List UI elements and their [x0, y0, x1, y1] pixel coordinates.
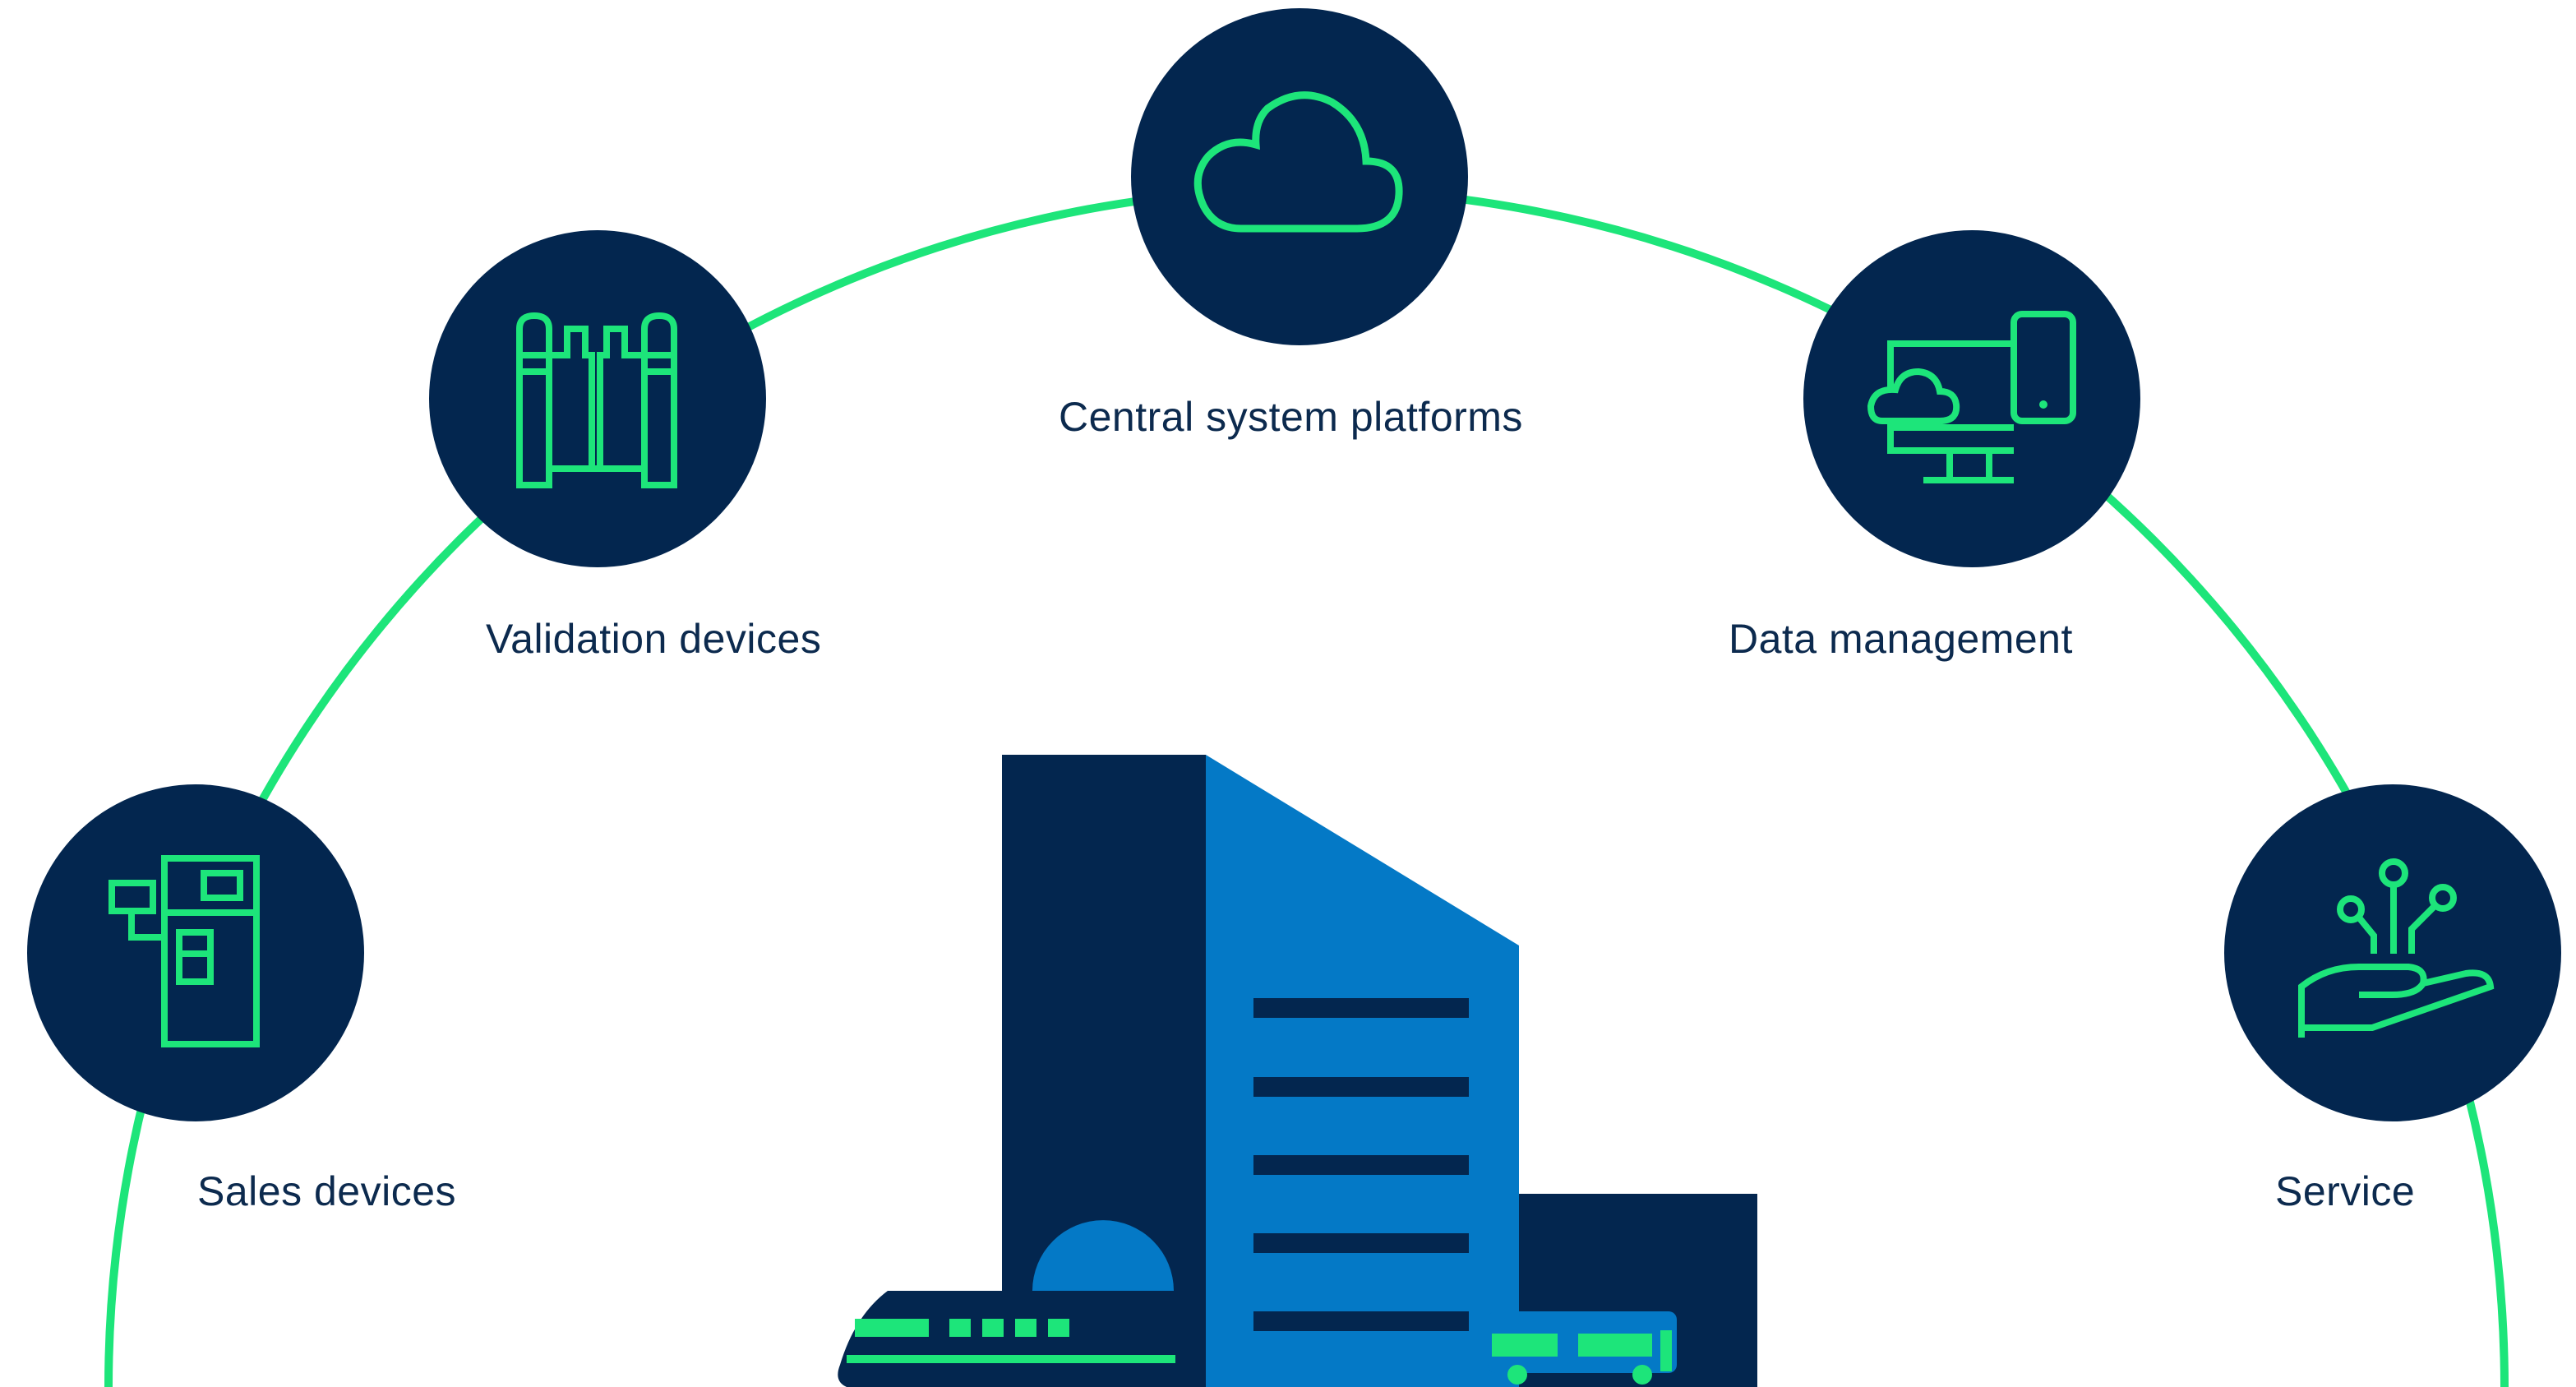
ticket-machine-icon: [108, 855, 260, 1047]
node-validation-devices: [429, 230, 766, 567]
node-central-system-platforms: [1131, 8, 1468, 345]
validation-gate-icon: [516, 312, 677, 488]
sales-devices-label: Sales devices: [197, 1168, 456, 1214]
bus-icon: [1488, 1311, 1677, 1385]
central-system-platforms-label: Central system platforms: [1059, 394, 1523, 440]
validation-devices-label: Validation devices: [486, 616, 822, 662]
computer-cloud-icon: [1867, 311, 2076, 483]
node-data-management: [1803, 230, 2140, 567]
service-label: Service: [2275, 1168, 2416, 1214]
cloud-icon: [1193, 91, 1403, 233]
hand-circuit-icon: [2298, 858, 2495, 1038]
transit-building-illustration: [838, 755, 1757, 1387]
data-management-label: Data management: [1729, 616, 2073, 662]
node-sales-devices: [27, 784, 364, 1121]
train-icon: [838, 1291, 1175, 1387]
building-windows: [1253, 998, 1469, 1331]
node-service: [2224, 784, 2561, 1121]
